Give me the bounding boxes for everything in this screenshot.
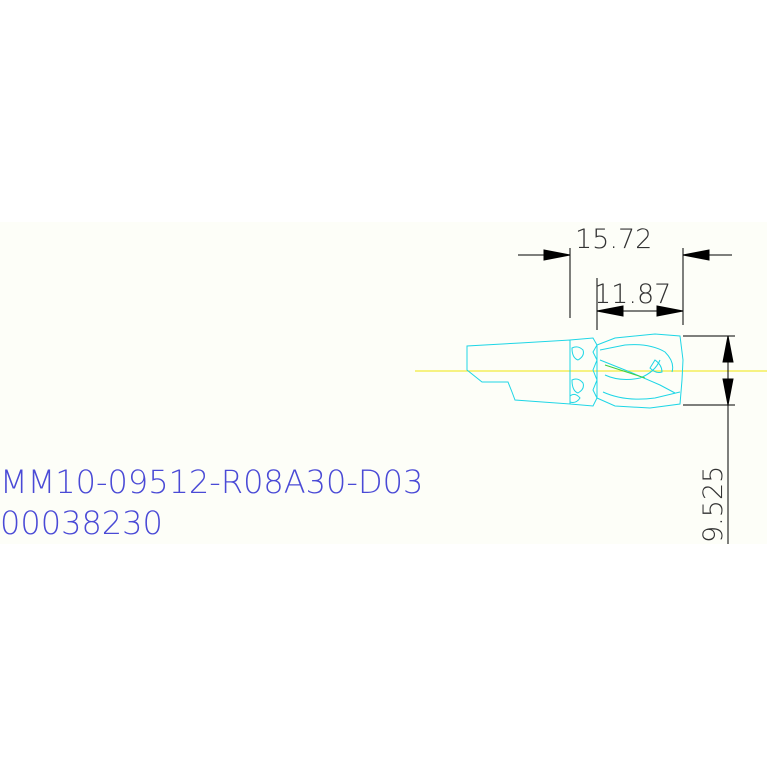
arrowhead-height-bottom bbox=[722, 378, 734, 406]
arrowhead-tip-right bbox=[656, 305, 684, 317]
arrowhead-tip-left bbox=[596, 305, 624, 317]
dimension-overall-length-text: 15.72 bbox=[575, 224, 652, 255]
tool-groove-lower bbox=[571, 378, 584, 394]
dimension-tip-length bbox=[596, 278, 684, 330]
arrowhead-overall-right bbox=[682, 249, 710, 261]
tool-flute-5 bbox=[602, 391, 681, 400]
tool-flute-3 bbox=[604, 359, 661, 380]
tool-flute-2 bbox=[599, 359, 676, 394]
arrowhead-overall-left bbox=[543, 249, 571, 261]
dimension-tip-length-text: 11.87 bbox=[594, 279, 671, 310]
tool-flute-1 bbox=[599, 344, 674, 373]
tool-groove-upper bbox=[571, 346, 584, 361]
tool-flute-4 bbox=[649, 359, 663, 373]
dimension-overall-length bbox=[518, 248, 732, 325]
arrowhead-height-top bbox=[722, 335, 734, 363]
dimension-height bbox=[683, 335, 735, 544]
tool-outline bbox=[466, 333, 684, 409]
tool-shank bbox=[466, 339, 571, 405]
tool-head bbox=[596, 333, 684, 409]
order-code-label: 00038230 bbox=[0, 504, 163, 542]
tool-neck bbox=[569, 337, 598, 407]
tool-accent-line bbox=[604, 364, 646, 379]
part-number-label: MM10-09512-R08A30-D03 bbox=[0, 463, 423, 501]
tool-groove-left bbox=[569, 393, 581, 403]
drawing-area bbox=[0, 222, 767, 544]
dimension-height-text: 9.525 bbox=[698, 466, 729, 543]
